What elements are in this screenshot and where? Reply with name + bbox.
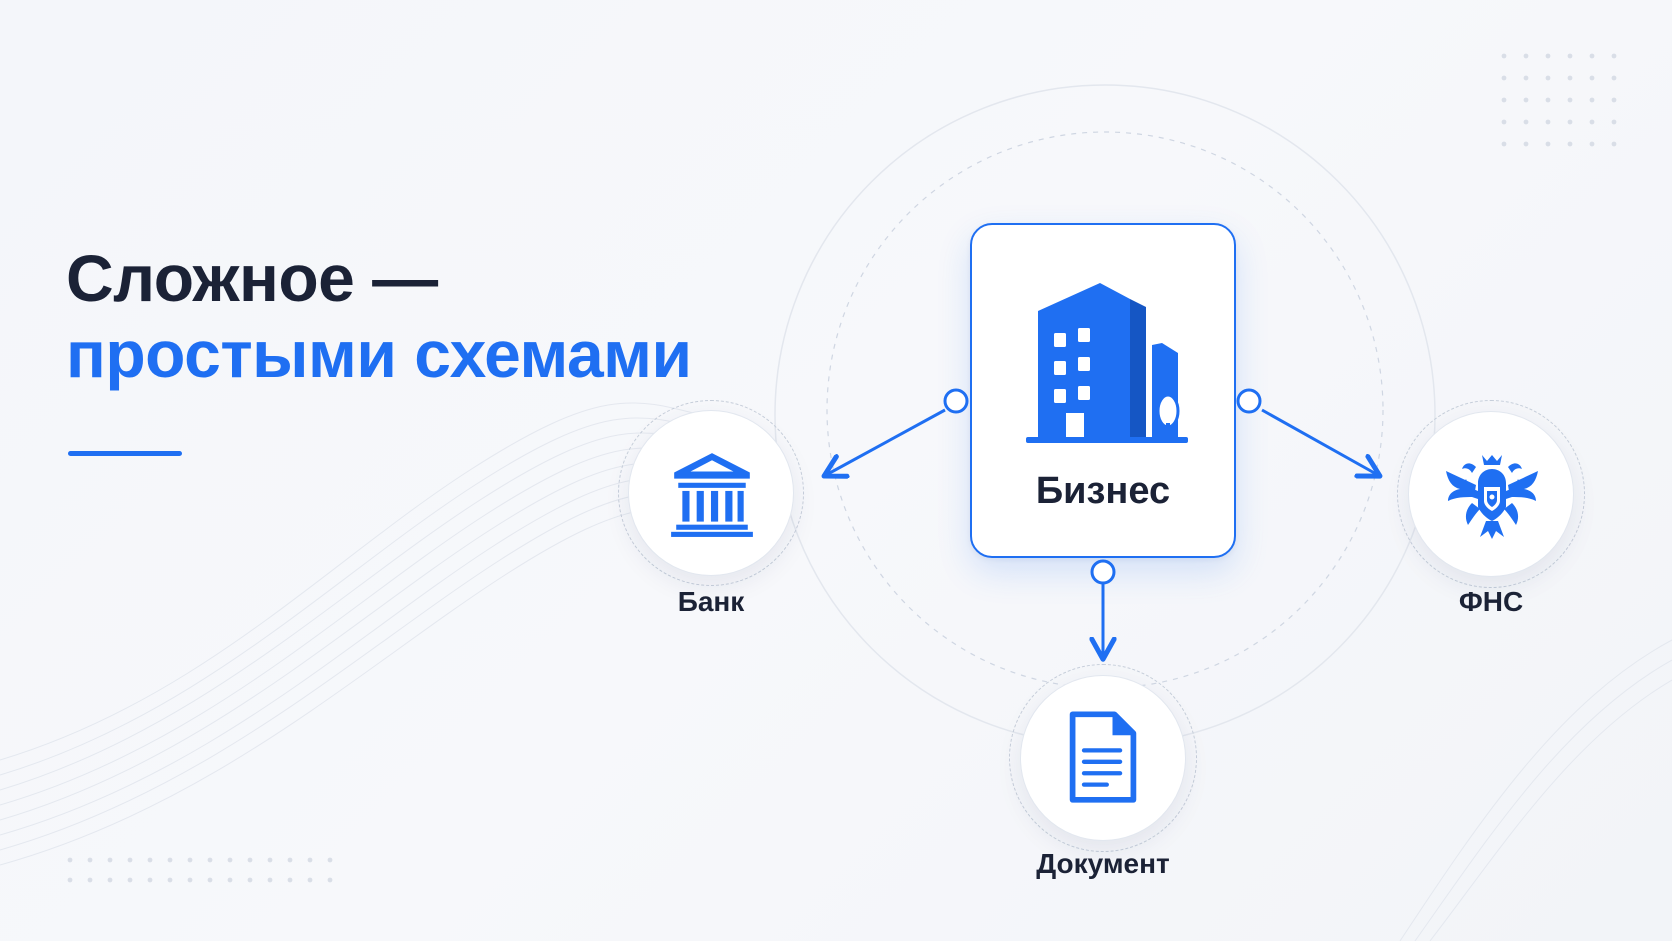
- fns-node-ring: [1397, 400, 1585, 588]
- decor-dot: [1545, 75, 1551, 81]
- decor-dot: [1501, 75, 1507, 81]
- accent-underline: [68, 451, 182, 456]
- decor-dot: [1589, 75, 1595, 81]
- inner-dashed-orbit: [826, 131, 1384, 689]
- decor-dot: [1501, 53, 1507, 59]
- decor-dot: [327, 857, 333, 863]
- decor-dot: [287, 877, 293, 883]
- decor-dot: [187, 857, 193, 863]
- office-building-icon: [1026, 283, 1188, 443]
- dot-grid-top-right: [1501, 53, 1617, 147]
- decor-dot: [227, 877, 233, 883]
- decor-dot: [1611, 75, 1617, 81]
- decor-dot: [1589, 97, 1595, 103]
- decor-dot: [1501, 119, 1507, 125]
- decor-dot: [67, 857, 73, 863]
- decor-dot: [1545, 119, 1551, 125]
- decor-dot: [147, 877, 153, 883]
- decor-dot: [1567, 75, 1573, 81]
- decor-dot: [1523, 53, 1529, 59]
- decor-dot: [1589, 119, 1595, 125]
- decor-dot: [167, 857, 173, 863]
- decor-dot: [247, 857, 253, 863]
- decor-dot: [107, 877, 113, 883]
- decor-dot: [1611, 141, 1617, 147]
- decor-dot: [107, 857, 113, 863]
- decor-dot: [1611, 119, 1617, 125]
- decor-dot: [1545, 141, 1551, 147]
- decor-dot: [247, 877, 253, 883]
- double-headed-eagle-emblem-icon: [1446, 455, 1538, 539]
- connector-to-bank: [826, 408, 946, 475]
- document-icon: [1069, 711, 1137, 803]
- decor-dot: [1567, 119, 1573, 125]
- decor-dot: [1589, 53, 1595, 59]
- decor-dot: [327, 877, 333, 883]
- decor-dot: [1545, 97, 1551, 103]
- decor-dot: [1567, 53, 1573, 59]
- headline-line-1: Сложное —: [66, 241, 438, 315]
- decor-dot: [227, 857, 233, 863]
- hub-label: Бизнес: [1035, 470, 1171, 512]
- decor-dot: [267, 877, 273, 883]
- business-hub-card: Бизнес: [970, 223, 1236, 558]
- document-node: [1020, 675, 1186, 841]
- decor-dot: [207, 857, 213, 863]
- decor-dot: [267, 857, 273, 863]
- document-node-ring: [1009, 664, 1197, 852]
- bank-label: Банк: [677, 586, 745, 617]
- fns-node: [1408, 411, 1574, 577]
- decor-dot: [307, 857, 313, 863]
- dot-grid-bottom-left: [67, 857, 333, 883]
- decor-dot: [1567, 97, 1573, 103]
- bank-node-ring: [618, 400, 804, 586]
- decor-dot: [147, 857, 153, 863]
- decor-dot: [87, 877, 93, 883]
- document-label: Документ: [1036, 848, 1170, 879]
- decor-dot: [1589, 141, 1595, 147]
- decor-dot: [1611, 97, 1617, 103]
- decor-dot: [1523, 97, 1529, 103]
- decor-dot: [1611, 53, 1617, 59]
- decor-dot: [127, 877, 133, 883]
- bank-building-icon: [671, 453, 753, 537]
- decor-dot: [1545, 53, 1551, 59]
- fns-label: ФНС: [1458, 586, 1524, 617]
- decor-dot: [1501, 97, 1507, 103]
- connector-to-fns: [1261, 408, 1378, 475]
- decor-dot: [207, 877, 213, 883]
- decor-dot: [67, 877, 73, 883]
- bank-node: [628, 410, 794, 576]
- decor-dot: [1523, 141, 1529, 147]
- decor-dot: [187, 877, 193, 883]
- headline: Сложное — простыми схемами: [66, 240, 692, 392]
- decor-dot: [1567, 141, 1573, 147]
- decor-dot: [307, 877, 313, 883]
- decor-dot: [167, 877, 173, 883]
- decor-dot: [1501, 141, 1507, 147]
- decor-dot: [87, 857, 93, 863]
- decor-dot: [127, 857, 133, 863]
- decor-dot: [1523, 75, 1529, 81]
- headline-line-2: простыми схемами: [66, 317, 692, 391]
- decor-dot: [287, 857, 293, 863]
- decor-dot: [1523, 119, 1529, 125]
